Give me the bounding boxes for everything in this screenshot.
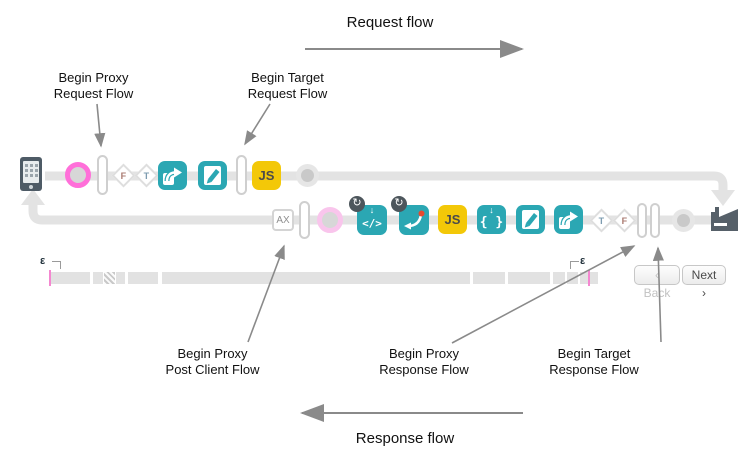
timeline-epsilon-left: ε	[40, 255, 46, 267]
flow-callout-policy-icon[interactable]	[554, 205, 583, 234]
down-arrow-icon: ↓	[489, 205, 494, 215]
request-flow-label: Request flow	[346, 14, 434, 31]
analytics-marker[interactable]: AX	[272, 209, 294, 231]
executed-loop-badge: ↻	[349, 196, 365, 212]
response-message-start-dot[interactable]	[317, 207, 343, 233]
begin-target-response-flow-label: Begin Target Response Flow	[549, 346, 639, 377]
begin-proxy-request-flow-label: Begin Proxy Request Flow	[53, 70, 134, 101]
response-segment-end-dot	[672, 209, 695, 232]
timeline-bracket-right	[570, 261, 579, 269]
braces-glyph: { }	[479, 215, 504, 230]
timeline-bracket-left	[52, 261, 61, 269]
condition-false-letter: F	[120, 170, 127, 181]
assign-variables-policy-icon[interactable]: ↓ { }	[477, 205, 506, 234]
begin-proxy-request-flow-marker[interactable]	[97, 155, 108, 195]
request-message-start-dot[interactable]	[65, 162, 91, 188]
condition-false-letter: F	[621, 215, 628, 226]
begin-proxy-response-flow-label: Begin Proxy Response Flow	[379, 346, 469, 377]
begin-target-response-flow-marker[interactable]	[650, 203, 660, 238]
javascript-policy-icon[interactable]: JS	[438, 205, 467, 234]
pencil-page-icon	[204, 166, 221, 185]
forward-page-icon	[559, 211, 578, 229]
javascript-policy-icon[interactable]: JS	[252, 161, 281, 190]
begin-target-request-flow-marker[interactable]	[236, 155, 247, 195]
condition-true-letter: T	[143, 170, 150, 181]
code-glyph: </>	[362, 216, 382, 230]
executed-loop-badge: ↻	[391, 196, 407, 212]
response-flow-label: Response flow	[355, 430, 455, 447]
next-button[interactable]: Next ›	[682, 265, 726, 300]
back-button[interactable]: ‹ Back	[634, 265, 680, 300]
begin-target-request-flow-label: Begin Target Request Flow	[247, 70, 328, 101]
condition-true-letter: T	[598, 215, 605, 226]
request-segment-end-dot	[296, 164, 319, 187]
assign-message-policy-icon[interactable]	[516, 205, 545, 234]
assign-message-policy-icon[interactable]	[198, 161, 227, 190]
begin-proxy-response-flow-marker[interactable]	[637, 203, 647, 238]
forward-page-icon	[163, 167, 182, 185]
begin-proxy-post-client-flow-marker[interactable]	[299, 201, 310, 239]
pencil-page-icon	[522, 210, 539, 229]
timeline-epsilon-right: ε	[580, 255, 586, 267]
begin-proxy-post-client-flow-label: Begin Proxy Post Client Flow	[165, 346, 260, 377]
flow-callout-policy-icon[interactable]	[158, 161, 187, 190]
